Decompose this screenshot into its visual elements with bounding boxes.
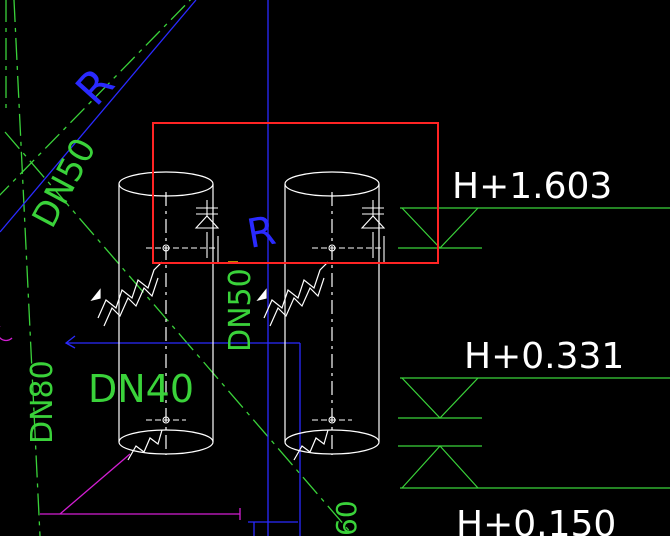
green-dashed-lines: [0, 0, 353, 536]
selection-rectangle[interactable]: [152, 122, 439, 264]
flex-connectors: [90, 261, 329, 461]
flex-right-arrow: [256, 288, 267, 302]
elev3-triangle: [401, 445, 479, 489]
tank-left: [118, 171, 214, 455]
magenta-lines: [0, 326, 241, 520]
tank-right: [284, 171, 380, 455]
blue-diagonal: [0, 0, 197, 233]
fittings-left: [146, 200, 220, 424]
flex-right-upper: [263, 261, 329, 319]
label-partial-bottom: 60: [330, 500, 363, 536]
fitting-right-low-node: [328, 416, 336, 424]
flex-right-lower: [293, 429, 329, 461]
flex-left-upper-2: [103, 277, 159, 327]
magenta-diagonal: [59, 453, 131, 515]
elevation-markers: [398, 207, 670, 489]
fitting-left-low-node: [162, 416, 170, 424]
blue-lines: [0, 0, 301, 536]
elev1-triangle: [401, 207, 479, 249]
elev2-triangle: [401, 377, 479, 419]
dashed-diagonal-middle: [4, 131, 353, 535]
label-dn80-vertical: DN80: [25, 360, 60, 444]
fitting-left-node: [162, 244, 170, 252]
valve-right-triangle: [360, 215, 386, 229]
flex-left-upper: [97, 261, 163, 319]
label-dn40: DN40: [88, 367, 194, 411]
fittings-right: [312, 200, 386, 424]
fitting-right-node: [328, 244, 336, 252]
label-dn50-vertical: DN50: [223, 268, 258, 352]
blue-arrow-head: [64, 335, 76, 349]
magenta-arc-left: [0, 326, 13, 342]
flex-left-arrow: [90, 288, 101, 302]
label-elevation-2: H+0.331: [464, 336, 624, 377]
label-elevation-3: H+0.150: [456, 504, 616, 536]
valve-left-triangle: [194, 215, 220, 229]
label-elevation-1: H+1.603: [452, 166, 612, 207]
flex-left-lower: [127, 429, 163, 461]
dashed-diagonal-upper: [0, 0, 192, 196]
dashed-vertical-left: [13, 0, 41, 536]
flex-right-upper-2: [269, 277, 325, 327]
